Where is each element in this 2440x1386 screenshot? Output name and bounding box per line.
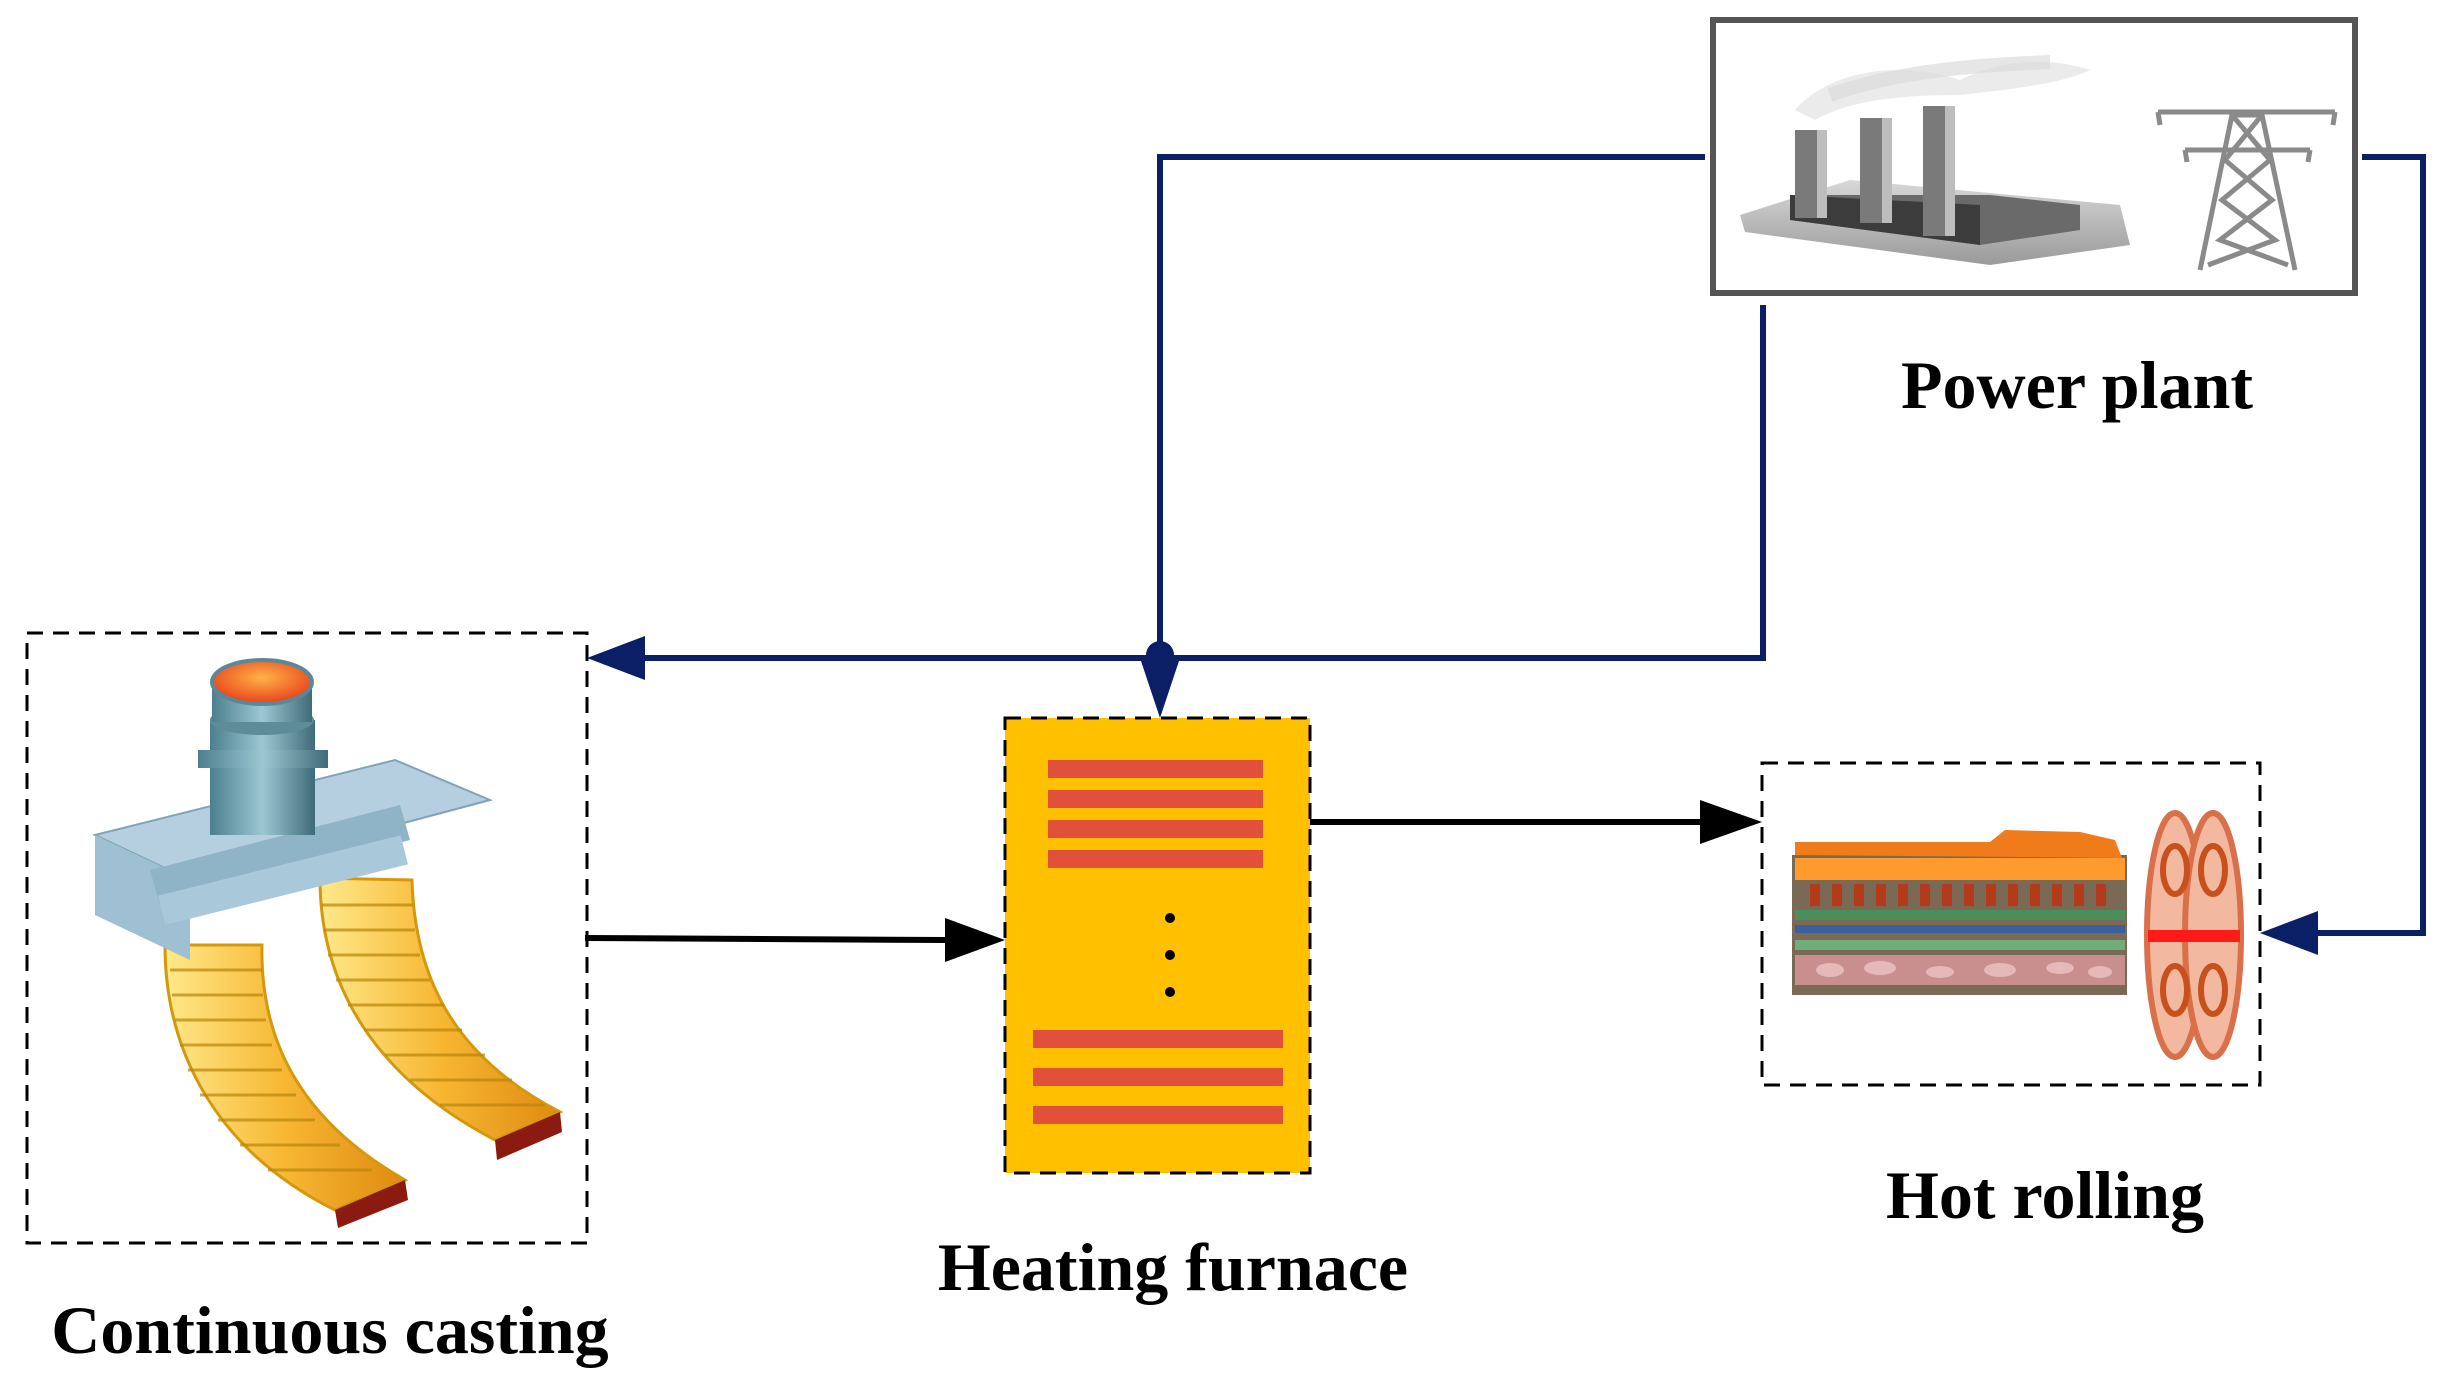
power-flow-arrowheads bbox=[587, 636, 2318, 955]
transmission-tower-icon bbox=[2155, 109, 2338, 271]
arrowhead-into-rolling bbox=[1700, 800, 1762, 844]
furnace-bars bbox=[1033, 760, 1283, 1124]
continuous-casting-label: Continuous casting bbox=[51, 1292, 608, 1368]
rolling-mill-icon bbox=[1792, 830, 2127, 995]
material-flow-lines bbox=[584, 819, 1700, 943]
heating-furnace-frame bbox=[1003, 716, 1312, 1175]
edge-power-to-rolling bbox=[2295, 154, 2426, 936]
power-plant-icon bbox=[1740, 55, 2130, 265]
steel-coil-icon bbox=[2144, 810, 2244, 1060]
edge-casting-to-furnace bbox=[584, 935, 946, 943]
hot-rolling-node bbox=[1760, 761, 2262, 1087]
furnace-ellipsis bbox=[1165, 913, 1175, 997]
power-plant-node bbox=[1710, 17, 2358, 296]
edge-power-to-furnace bbox=[1157, 154, 1705, 648]
power-flow-lines bbox=[630, 154, 2426, 936]
heating-furnace-label: Heating furnace bbox=[938, 1229, 1408, 1305]
hot-rolling-label: Hot rolling bbox=[1886, 1157, 2204, 1233]
material-flow-arrowheads bbox=[945, 800, 1762, 962]
continuous-casting-icon bbox=[92, 658, 564, 1228]
power-plant-label: Power plant bbox=[1901, 347, 2253, 423]
heating-furnace-node bbox=[1003, 716, 1312, 1175]
junction-dot bbox=[1146, 641, 1174, 669]
arrowhead-casting bbox=[587, 636, 645, 680]
edge-power-to-casting bbox=[630, 305, 1766, 661]
arrowhead-rolling bbox=[2260, 911, 2318, 955]
arrowhead-furnace bbox=[1140, 658, 1180, 718]
continuous-casting-node bbox=[25, 631, 589, 1245]
arrowhead-into-furnace bbox=[945, 918, 1005, 962]
